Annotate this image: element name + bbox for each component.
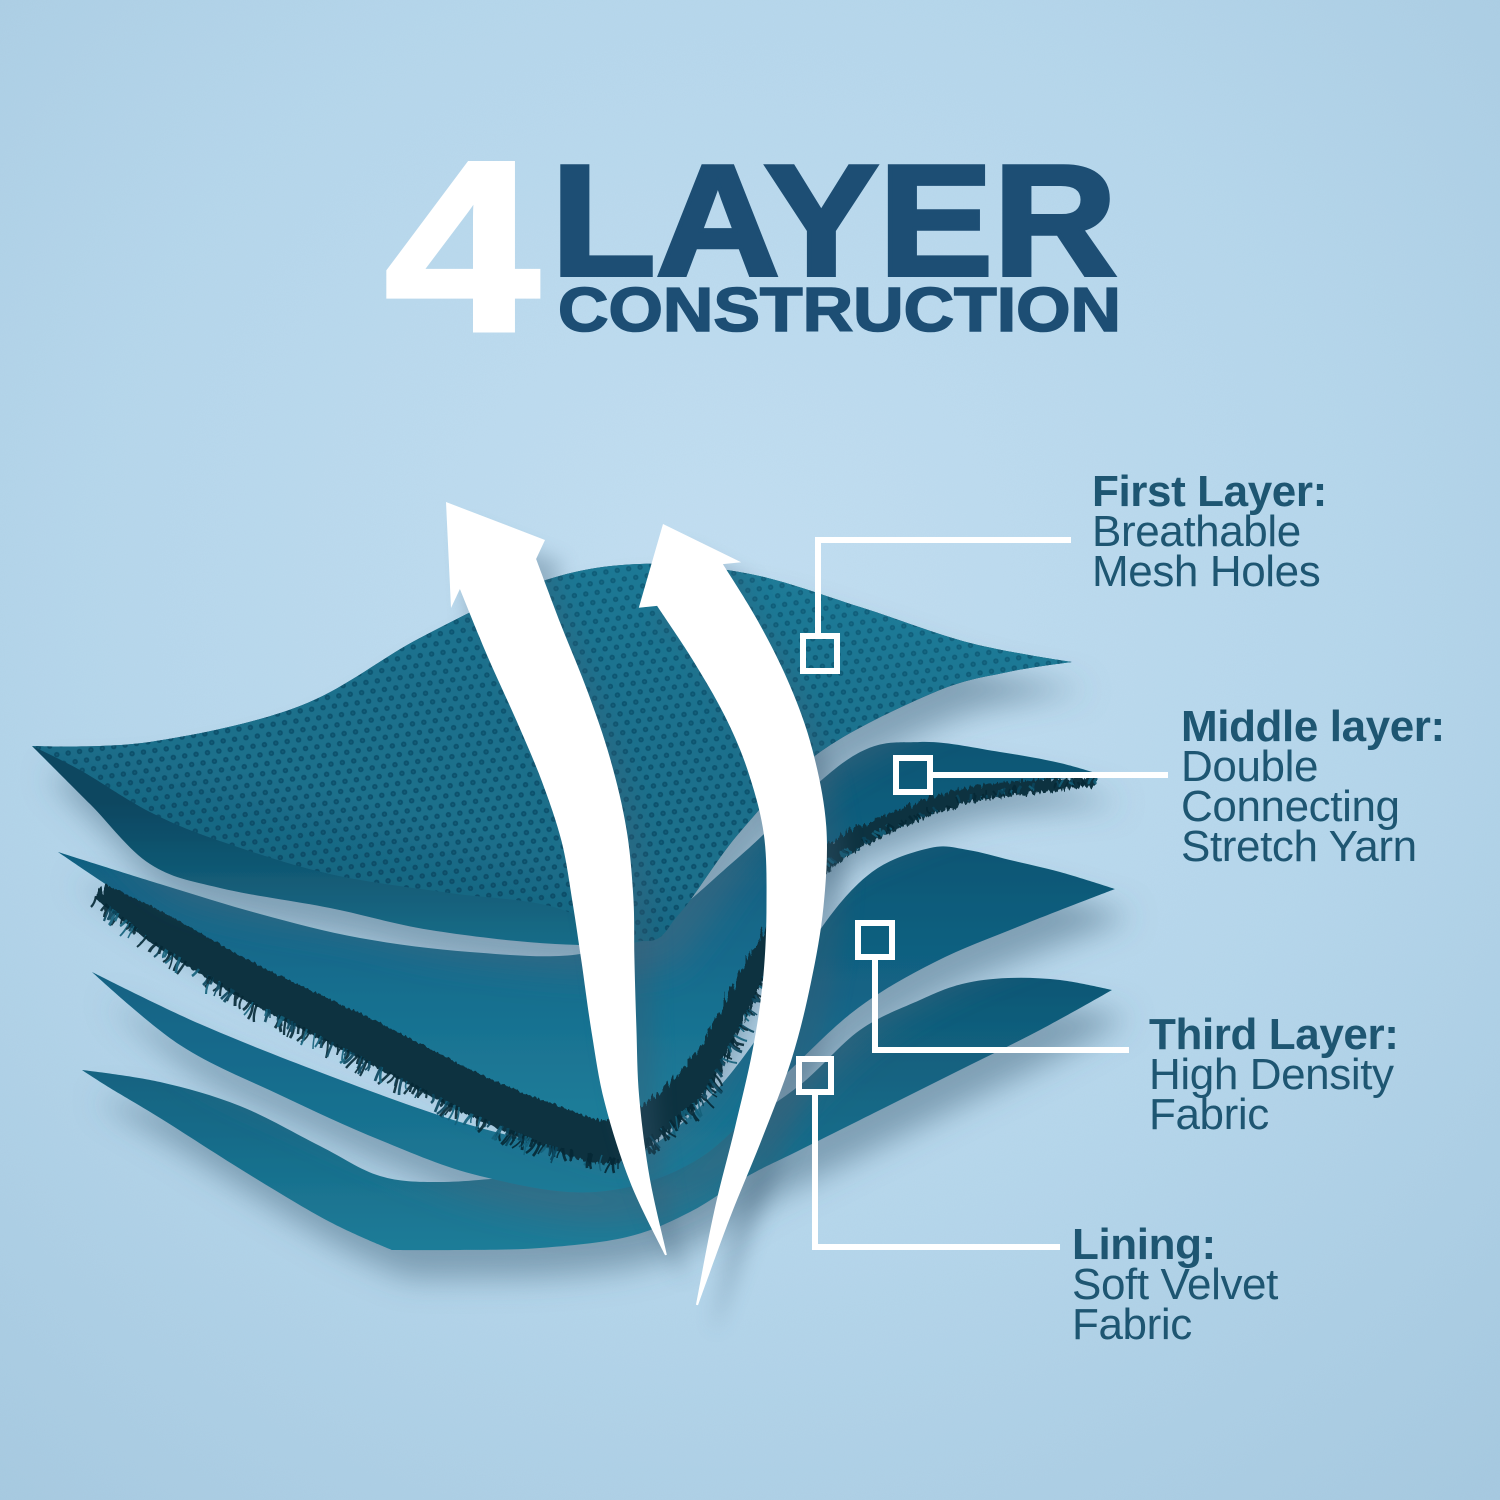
svg-text:4: 4 (385, 112, 539, 382)
svg-text:LAYER: LAYER (551, 133, 1117, 309)
svg-text:CONSTRUCTION: CONSTRUCTION (558, 276, 1121, 345)
